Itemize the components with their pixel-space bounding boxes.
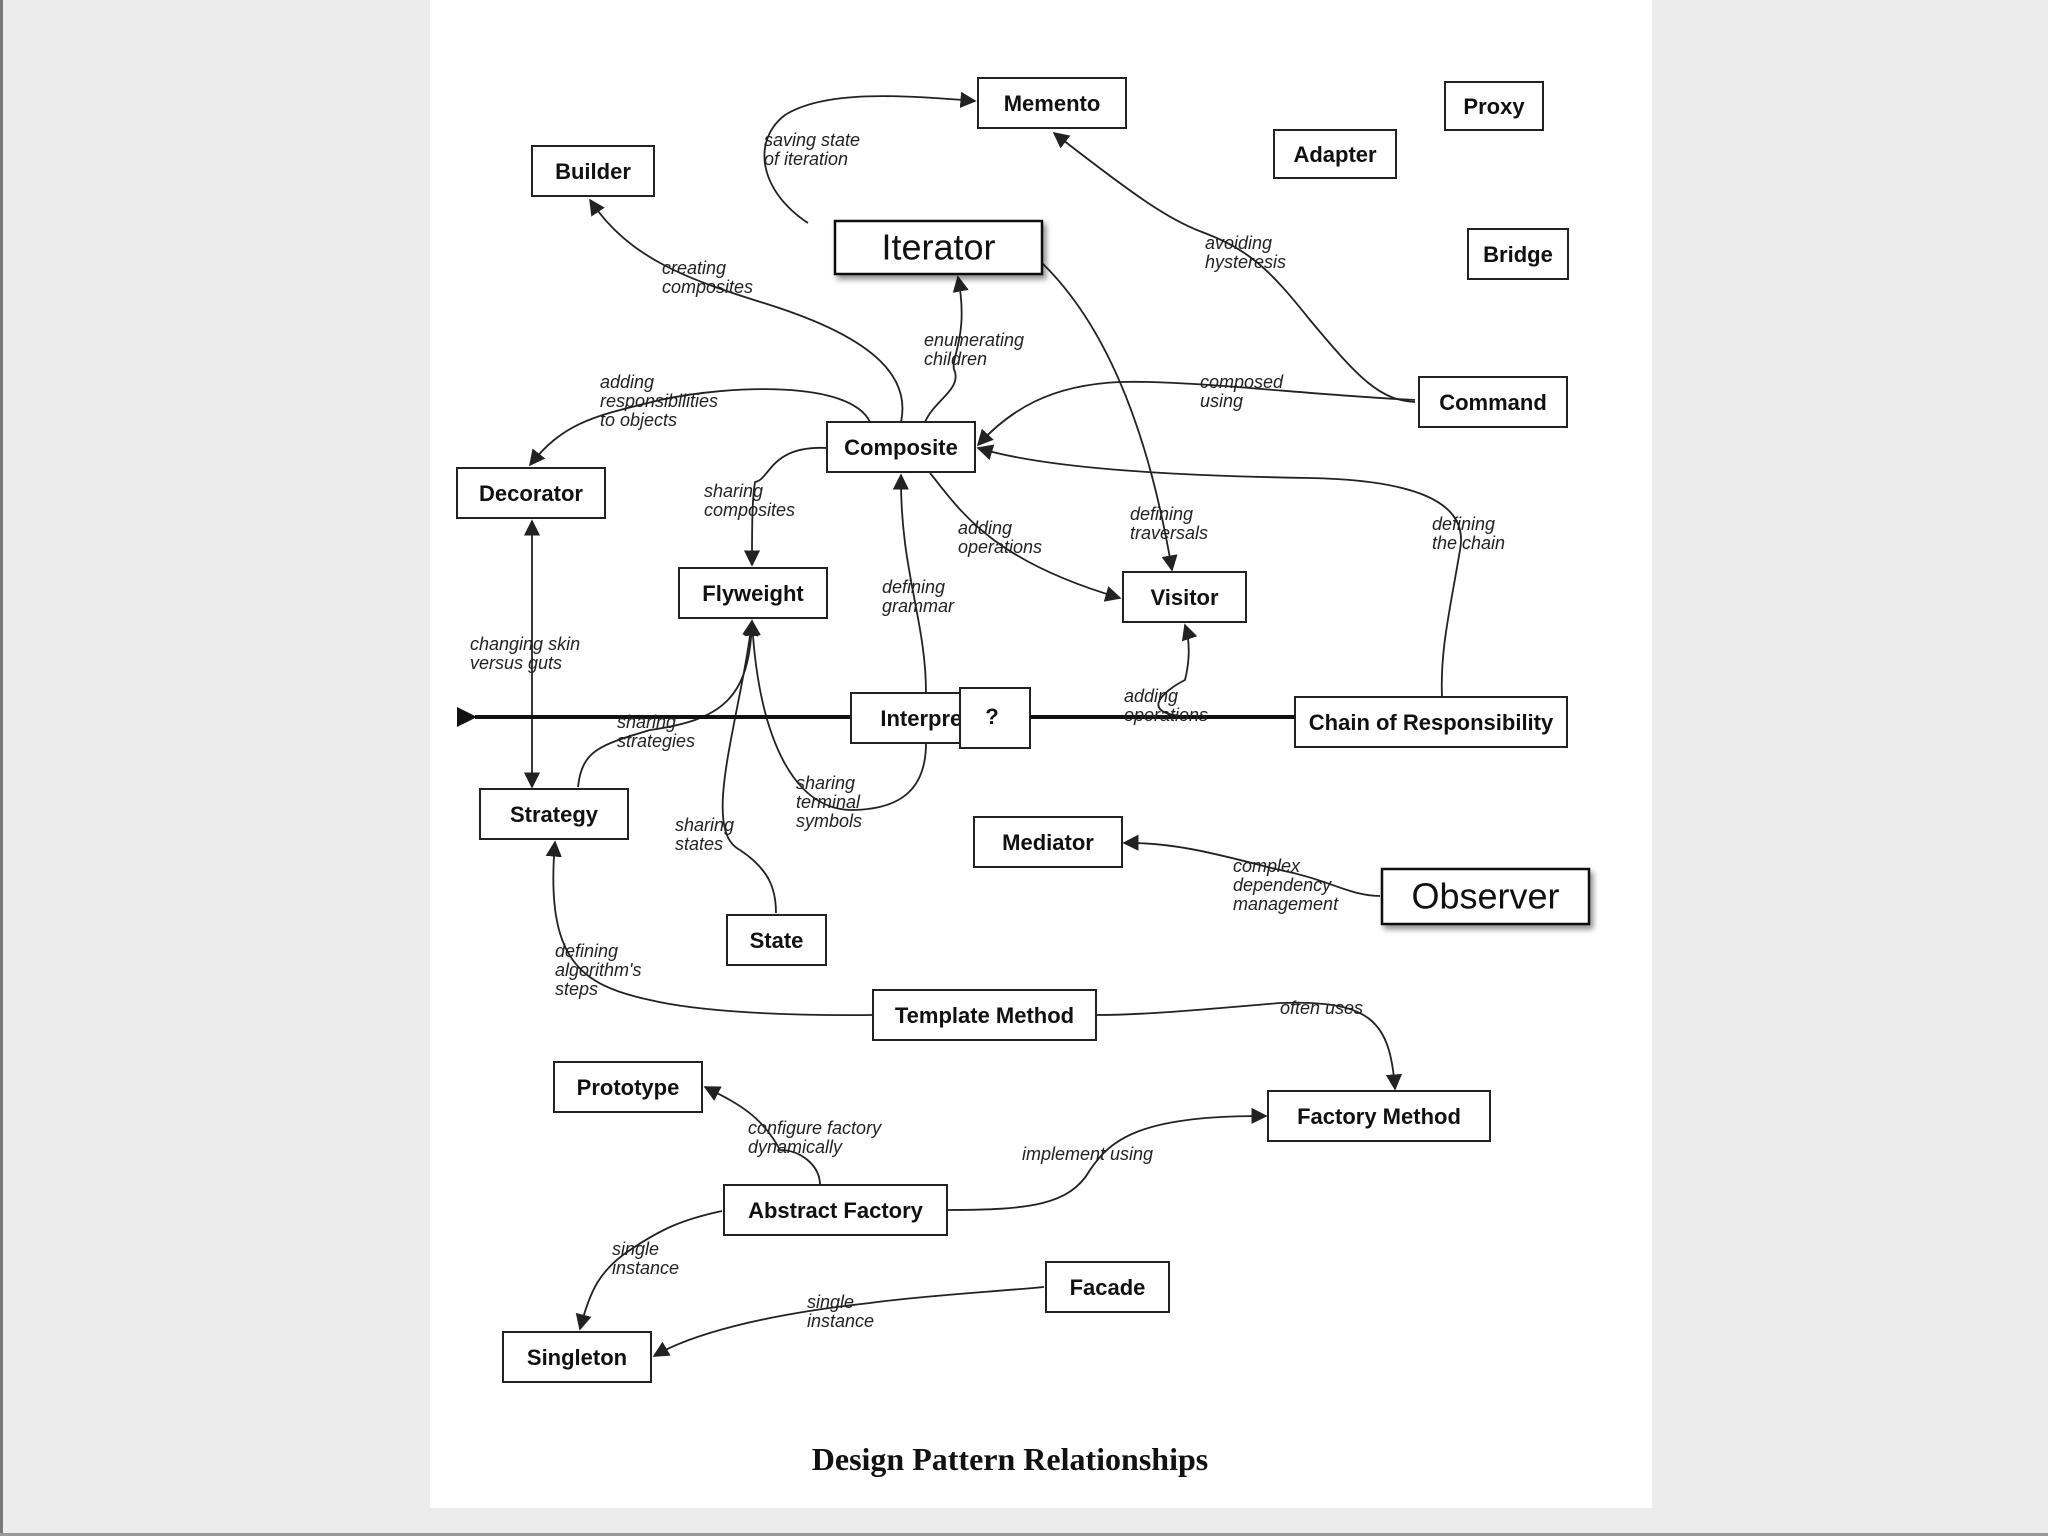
pattern-box-strategy: Strategy [479, 788, 629, 840]
edge-observer-to-mediator [1122, 834, 1381, 897]
pattern-name-state: State [750, 928, 804, 953]
edge-facade-to-singleton [652, 1286, 1045, 1357]
pattern-name-facade: Facade [1070, 1275, 1146, 1300]
edge-composite-to-decorator [529, 388, 871, 467]
edge-strategy-to-flyweight [577, 619, 760, 788]
edge-command-to-composite [976, 380, 1416, 447]
pattern-name-mediator: Mediator [1002, 830, 1094, 855]
pattern-name-flyweight: Flyweight [702, 581, 804, 606]
edge-iterator-to-memento [763, 91, 977, 224]
pattern-box-memento: Memento [977, 77, 1127, 129]
pattern-box-state: State [726, 914, 827, 966]
pattern-box-singleton: Singleton [502, 1331, 652, 1383]
pattern-name-template: Template Method [895, 1003, 1074, 1028]
pattern-box-visitor: Visitor [1122, 571, 1247, 623]
pattern-name-adapter: Adapter [1293, 142, 1377, 167]
pattern-box-iterator: Iterator [833, 219, 1044, 276]
question-mark: ? [985, 704, 998, 729]
edge-state-to-flyweight [721, 619, 777, 914]
edge-chain-to-composite [976, 444, 1462, 698]
edge-label-template-factory: often uses [1280, 998, 1363, 1018]
pattern-name-chain: Chain of Responsibility [1309, 710, 1554, 735]
pattern-name-factory: Factory Method [1297, 1104, 1461, 1129]
pattern-name-abstract: Abstract Factory [748, 1198, 924, 1223]
edge-composite-to-builder [589, 198, 904, 423]
pattern-box-template: Template Method [872, 989, 1097, 1041]
pattern-box-interpreter: Interpret? [850, 687, 1031, 749]
edge-abstract-to-factory [946, 1107, 1268, 1211]
pattern-name-composite: Composite [844, 435, 958, 460]
pattern-box-composite: Composite [826, 421, 976, 473]
window-frame-bottom [0, 1533, 2048, 1536]
pattern-name-observer: Observer [1411, 876, 1559, 917]
pattern-name-builder: Builder [555, 159, 631, 184]
pattern-box-decorator: Decorator [456, 467, 606, 519]
edge-composite-to-flyweight [743, 447, 828, 567]
pattern-name-proxy: Proxy [1463, 94, 1525, 119]
edge-command-to-memento [1052, 132, 1416, 403]
pattern-name-singleton: Singleton [527, 1345, 627, 1370]
pattern-name-interpreter: Interpret [880, 706, 970, 731]
pattern-box-command: Command [1418, 376, 1568, 428]
edge-composite-to-visitor [929, 472, 1122, 602]
pattern-box-facade: Facade [1045, 1261, 1170, 1313]
pattern-name-prototype: Prototype [577, 1075, 680, 1100]
pattern-name-visitor: Visitor [1150, 585, 1219, 610]
edge-template-to-strategy [545, 840, 874, 1017]
pattern-name-strategy: Strategy [510, 802, 599, 827]
pattern-box-bridge: Bridge [1467, 228, 1569, 280]
pattern-name-command: Command [1439, 390, 1547, 415]
edge-abstract-to-prototype [703, 1086, 821, 1186]
pattern-box-proxy: Proxy [1444, 81, 1544, 131]
window-frame-left [0, 0, 3, 1536]
diagram-title: Design Pattern Relationships [812, 1441, 1208, 1477]
pattern-box-adapter: Adapter [1273, 129, 1397, 179]
pattern-box-prototype: Prototype [553, 1061, 703, 1113]
edge-interpreter-to-flyweight [744, 619, 927, 811]
pattern-name-memento: Memento [1004, 91, 1101, 116]
pattern-name-bridge: Bridge [1483, 242, 1553, 267]
pattern-name-iterator: Iterator [881, 227, 995, 268]
edge-composite-to-iterator [924, 275, 969, 423]
pattern-box-mediator: Mediator [973, 816, 1123, 868]
pattern-name-decorator: Decorator [479, 481, 583, 506]
pattern-box-abstract: Abstract Factory [723, 1184, 948, 1236]
edge-interpreter-to-composite [892, 473, 927, 694]
edge-iterator-to-visitor [1041, 262, 1178, 572]
pattern-box-factory: Factory Method [1267, 1090, 1491, 1142]
pattern-box-builder: Builder [531, 145, 655, 197]
pattern-box-chain: Chain of Responsibility [1294, 696, 1568, 748]
edge-interpreter-to-visitor [1157, 623, 1201, 718]
edge-template-to-factory [1095, 1001, 1403, 1091]
edge-label-abstract-factory: implement using [1022, 1144, 1153, 1164]
pattern-box-flyweight: Flyweight [678, 567, 828, 619]
edge-abstract-to-singleton [575, 1210, 723, 1331]
pattern-box-observer: Observer [1380, 867, 1591, 926]
